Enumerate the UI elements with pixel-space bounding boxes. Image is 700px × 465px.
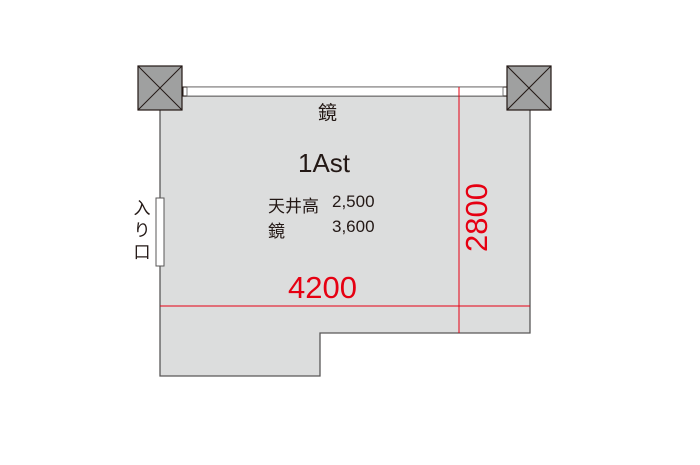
entrance-label: 入り口 [133,199,151,263]
pillar-left-icon [137,65,183,111]
mirror-spec-value: 3,600 [332,217,375,236]
room-name: 1Ast [298,148,351,178]
width-dimension: 4200 [288,270,357,305]
entrance-door [155,197,165,267]
mirror-label: 鏡 [318,102,338,124]
mirror-spec-label: 鏡 [268,222,285,242]
ceiling-height-value: 2,500 [332,192,375,211]
depth-dimension: 2800 [459,183,494,252]
ceiling-height-label: 天井高 [268,197,319,217]
pillar-right-icon [506,65,552,111]
